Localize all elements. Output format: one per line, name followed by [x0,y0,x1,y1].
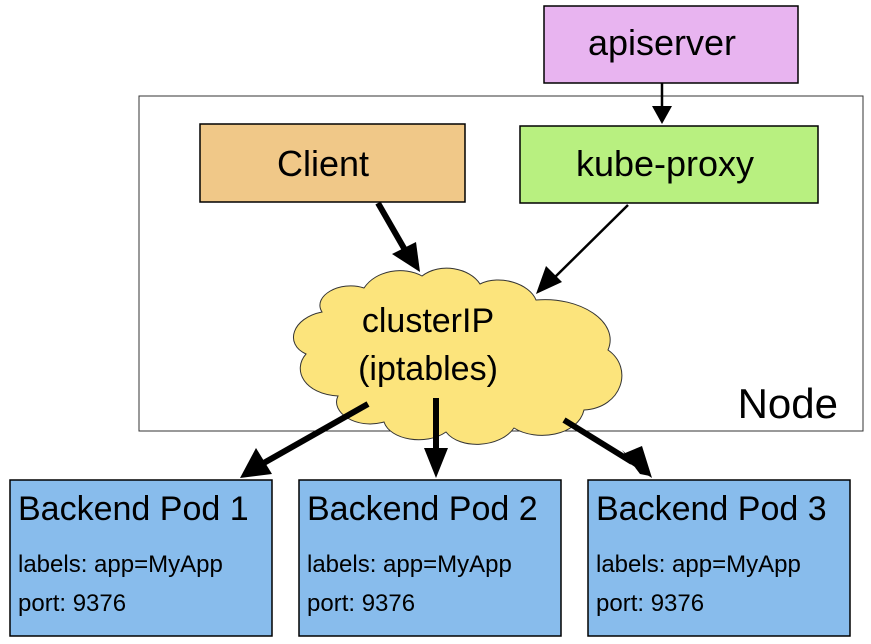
arrow-cluster-ip-to-pod-1 [260,401,370,467]
client-rect [199,123,466,203]
arrowhead-cluster-ip-to-pod-3-tip [618,446,652,478]
pod-2-title: Backend Pod 2 [307,490,538,528]
arrowhead-cluster-ip-to-pod-2 [424,448,448,478]
arrowhead-apiserver-to-kube-proxy [652,106,672,124]
pod-3-port: port: 9376 [596,590,704,617]
arrow-client-to-cluster-ip [375,201,408,252]
arrow-kube-proxy-to-cluster-ip [549,204,629,283]
cluster-ip-label: clusterIP [362,302,494,340]
backend-pod-2[interactable]: Backend Pod 2 labels: app=MyApp port: 93… [298,479,562,637]
pod-1-port: port: 9376 [18,590,126,617]
client-label: Client [277,143,369,184]
pod-2-port: port: 9376 [307,590,415,617]
arrowhead-kube-proxy-to-cluster-ip [536,266,562,294]
cluster-ip-cloud[interactable]: clusterIP (iptables) [292,267,623,445]
kube-proxy-label: kube-proxy [576,143,754,184]
kube-proxy-rect [519,125,819,204]
apiserver-box[interactable]: apiserver [543,5,799,84]
pod-3-rect [587,479,851,637]
apiserver-label: apiserver [588,22,736,63]
cloud-shape [292,267,623,445]
pod-1-rect [9,479,273,637]
cluster-ip-sublabel: (iptables) [358,350,498,388]
kube-proxy-box[interactable]: kube-proxy [519,125,819,204]
apiserver-rect [543,5,799,84]
client-box[interactable]: Client [199,123,466,203]
pod-2-labels: labels: app=MyApp [307,551,512,578]
pod-2-rect [298,479,562,637]
backend-pod-1[interactable]: Backend Pod 1 labels: app=MyApp port: 93… [9,479,273,637]
arrowhead-client-to-cluster-ip [392,242,420,272]
pod-3-title: Backend Pod 3 [596,490,827,528]
pod-3-labels: labels: app=MyApp [596,551,801,578]
node-label: Node [738,380,838,427]
arrows [240,83,672,478]
pod-1-labels: labels: app=MyApp [18,551,223,578]
arrowhead-cluster-ip-to-pod-1 [240,448,272,478]
pod-1-title: Backend Pod 1 [18,490,249,528]
backend-pod-3[interactable]: Backend Pod 3 labels: app=MyApp port: 93… [587,479,851,637]
